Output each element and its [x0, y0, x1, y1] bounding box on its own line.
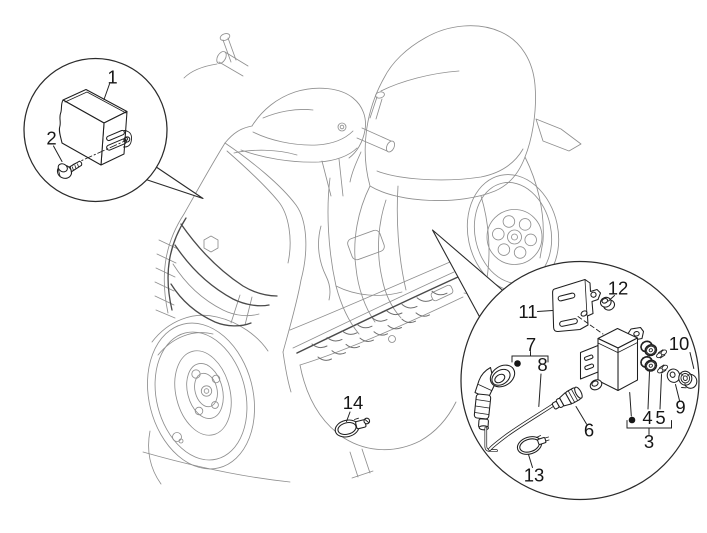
callout-label-7: 7	[526, 334, 536, 355]
callout-label-14: 14	[343, 392, 364, 413]
leader-6	[575, 406, 587, 425]
bullet-group-3	[628, 416, 636, 424]
callout-label-13: 13	[524, 465, 545, 486]
seat	[364, 25, 536, 201]
front-wheel	[147, 322, 255, 485]
voltage-regulator	[58, 88, 132, 166]
leader-12	[608, 295, 615, 302]
leader-4	[647, 371, 650, 410]
cable-clamp	[516, 435, 550, 455]
leader-8	[538, 373, 542, 407]
leader-9	[675, 384, 680, 401]
bracket-group-3	[626, 420, 672, 435]
nut	[678, 370, 698, 389]
front-fender	[151, 294, 269, 356]
ignition-coil	[579, 326, 645, 392]
callout-label-2: 2	[46, 128, 56, 149]
leader-group-3	[629, 392, 632, 417]
callout-labels: 1 2 3 4 5 6 7 8 9 10 11 12 13 14	[46, 67, 689, 486]
mounting-bolt	[56, 160, 83, 179]
leader-1	[103, 83, 110, 100]
ignition-coil-detail	[473, 278, 698, 455]
leg-shield	[154, 125, 307, 393]
detail-circle-b	[460, 260, 700, 501]
screw-4b	[640, 355, 658, 372]
spacer-5a	[656, 349, 667, 359]
callout-label-1: 1	[107, 67, 117, 88]
bullet-group-7	[514, 360, 521, 367]
cable-connector	[551, 386, 583, 410]
leader-2	[53, 145, 63, 162]
hose-clamp	[334, 417, 371, 438]
leader-14	[346, 411, 351, 422]
handlebar-cowl	[240, 87, 366, 197]
bracket-group-7	[511, 351, 549, 363]
handlebars	[183, 33, 396, 183]
leader-10	[689, 352, 695, 369]
turn-signal	[337, 122, 347, 132]
rubber-grommet	[599, 296, 616, 311]
leg-shield-stripes	[167, 217, 278, 327]
leader-11	[537, 310, 553, 312]
spark-plug-cable	[488, 401, 558, 451]
leader-13	[528, 454, 533, 468]
callout-label-9: 9	[675, 397, 685, 418]
washer	[666, 368, 681, 383]
callout-label-5: 5	[655, 407, 665, 428]
callout-label-8: 8	[537, 354, 547, 375]
callout-label-3: 3	[644, 431, 654, 452]
spark-plug-cap	[473, 364, 516, 452]
callout-label-6: 6	[584, 420, 594, 441]
callout-label-10: 10	[669, 333, 690, 354]
screw-4a	[640, 340, 658, 357]
callout-leaders	[53, 83, 695, 468]
callout-label-11: 11	[518, 301, 537, 322]
callout-label-12: 12	[608, 278, 629, 299]
leader-5	[659, 374, 662, 410]
voltage-regulator-detail	[56, 88, 132, 179]
coil-bracket	[552, 278, 604, 335]
spacer-5b	[657, 364, 668, 374]
callout-label-4: 4	[642, 407, 652, 428]
floorboard	[142, 177, 464, 483]
